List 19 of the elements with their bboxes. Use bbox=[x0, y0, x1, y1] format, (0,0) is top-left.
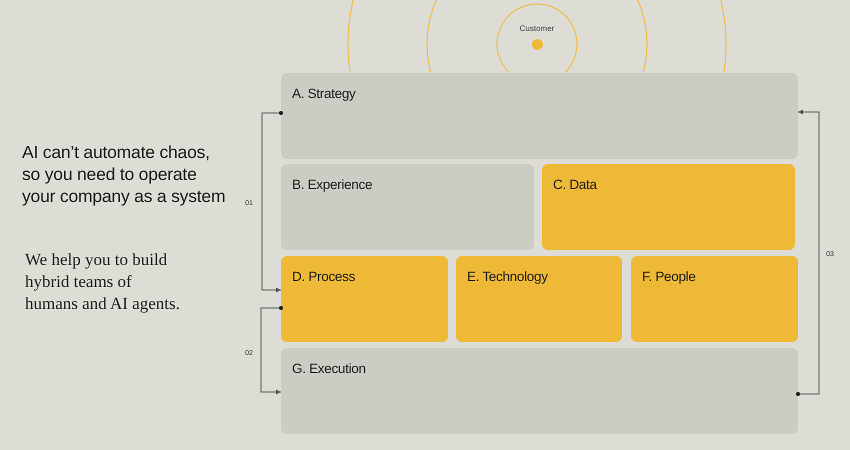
section-box bbox=[281, 348, 798, 434]
section-box bbox=[281, 256, 448, 342]
intro-paragraph: We help you to build hybrid teams of humans and AI agents. bbox=[25, 249, 181, 315]
section-title: G. Execution bbox=[292, 361, 366, 377]
section-title: C. Data bbox=[553, 177, 597, 193]
headline: AI can’t automate chaos, so you need to operate your company as a system bbox=[22, 141, 226, 207]
section-box bbox=[631, 256, 798, 342]
section-box bbox=[456, 256, 622, 342]
bracket-arrow bbox=[262, 111, 283, 292]
ring-label: Customer bbox=[520, 24, 554, 33]
section-title: B. Experience bbox=[292, 177, 372, 193]
section-box bbox=[542, 164, 795, 250]
section-title: A. Strategy bbox=[292, 86, 356, 102]
section-title: E. Technology bbox=[467, 269, 548, 285]
section-title: D. Process bbox=[292, 269, 356, 285]
bracket-arrow bbox=[260, 306, 283, 394]
section-box bbox=[281, 73, 798, 159]
section-title: F. People bbox=[642, 269, 696, 285]
bracket-arrow bbox=[796, 110, 820, 396]
